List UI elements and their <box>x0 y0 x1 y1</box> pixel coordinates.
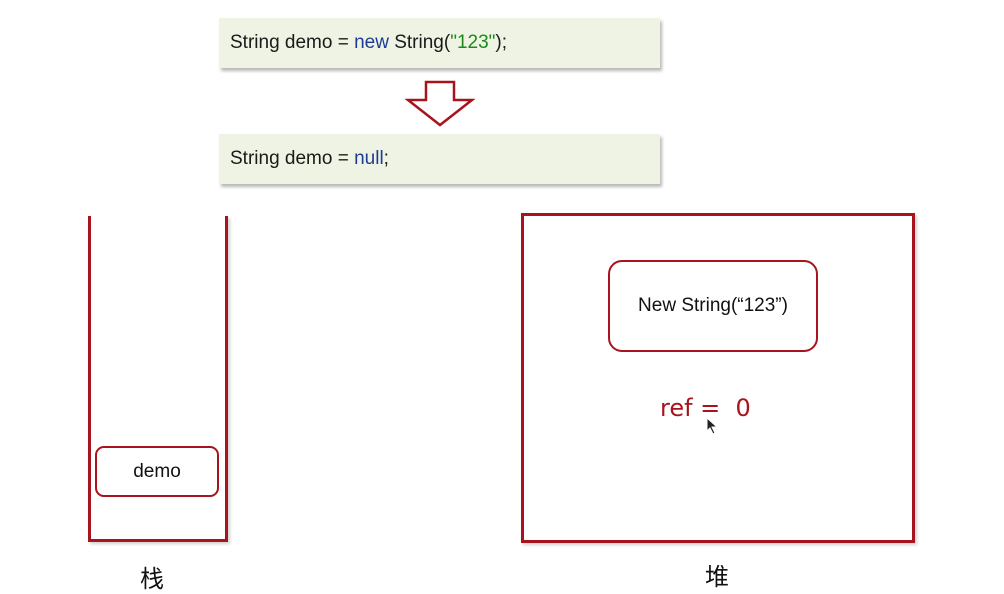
code-before-suffix: ); <box>495 32 508 53</box>
code-before-keyword: new <box>354 32 389 53</box>
reference-count: ref = 0 <box>660 394 751 422</box>
code-line-before: String demo = new String("123"); <box>219 18 660 68</box>
heap-container <box>521 213 915 543</box>
mouse-cursor-icon <box>706 417 718 435</box>
code-after-keyword: null <box>354 148 384 169</box>
heap-string-object: New String(“123”) <box>608 260 818 352</box>
heap-caption: 堆 <box>705 563 729 591</box>
code-after-prefix: String demo = <box>230 148 355 169</box>
stack-variable-demo: demo <box>95 446 219 497</box>
code-after-suffix: ; <box>383 148 389 169</box>
stack-caption: 栈 <box>140 565 164 593</box>
code-before-literal: "123" <box>450 32 496 53</box>
code-line-after: String demo = null; <box>219 134 660 184</box>
code-before-prefix: String demo = <box>230 32 355 53</box>
code-before-middle: String( <box>388 32 451 53</box>
stack-container <box>88 216 228 542</box>
down-arrow-icon <box>405 80 475 127</box>
